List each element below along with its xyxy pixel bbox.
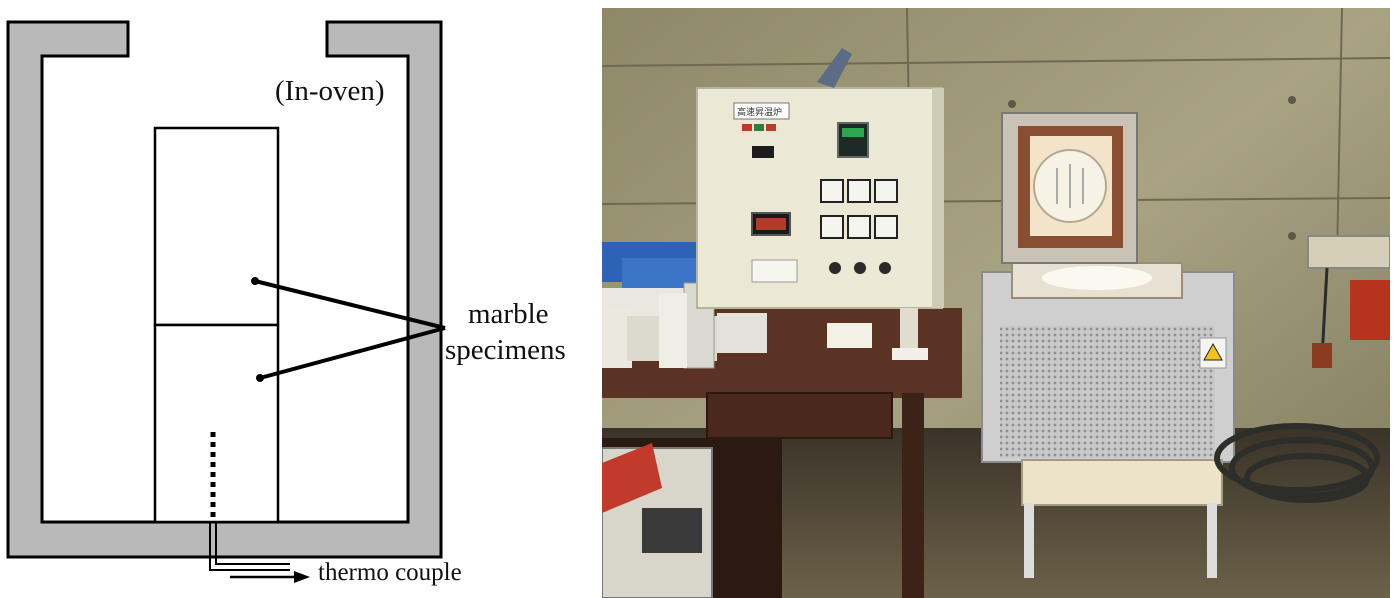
- lower-leader-line: [259, 326, 446, 380]
- cabinet-stand: [900, 308, 918, 353]
- furnace-cart: [1021, 459, 1223, 506]
- instruction-sticker: [751, 259, 798, 283]
- desk-drawer: [706, 392, 893, 439]
- indicator-lamp-green: [754, 124, 764, 131]
- oven-schematic-diagram: (In-oven) marble specimens thermo couple: [6, 20, 566, 586]
- oven-equipment-photo: 高速昇温炉: [602, 8, 1390, 598]
- small-card: [827, 323, 872, 348]
- cart-leg: [1207, 503, 1217, 578]
- desk-leg: [902, 393, 924, 598]
- digital-counter: [752, 146, 774, 158]
- hoses: [1214, 423, 1380, 503]
- panel-label: 高速昇温炉: [737, 106, 782, 118]
- analog-meters: [820, 179, 898, 239]
- clamp-device: [1307, 235, 1390, 269]
- lower-marble-specimen: [153, 323, 280, 524]
- timer-digits: [756, 218, 786, 230]
- marble-label-line1: marble: [468, 298, 549, 330]
- indicator-lamp-red: [766, 124, 776, 131]
- thermocouple-arrow-head: [294, 571, 310, 583]
- in-oven-label: (In-oven): [275, 75, 385, 107]
- cabinet-stand-base: [892, 348, 928, 360]
- panel-label-plate: [733, 102, 790, 120]
- control-cabinet: [696, 87, 943, 309]
- red-sign: [602, 443, 662, 513]
- white-box: [659, 293, 687, 368]
- thermocouple-label: thermo couple: [318, 559, 462, 586]
- upper-marble-specimen: [153, 126, 280, 327]
- cabinet-handle: [817, 48, 852, 88]
- upper-leader-line: [254, 279, 446, 330]
- cabinet-side: [932, 88, 944, 308]
- marble-label-line2: specimens: [445, 334, 566, 366]
- electric-furnace: [981, 112, 1235, 463]
- cart-leg: [1024, 503, 1034, 578]
- white-block: [717, 313, 767, 353]
- indicator-lamp-red: [742, 124, 752, 131]
- wall-seam: [602, 57, 1390, 67]
- control-knobs: [829, 262, 891, 274]
- wall-seam: [1336, 8, 1343, 259]
- controller-display: [842, 128, 864, 137]
- red-cylinder: [1350, 280, 1390, 340]
- thermocouple-wire: [209, 522, 290, 571]
